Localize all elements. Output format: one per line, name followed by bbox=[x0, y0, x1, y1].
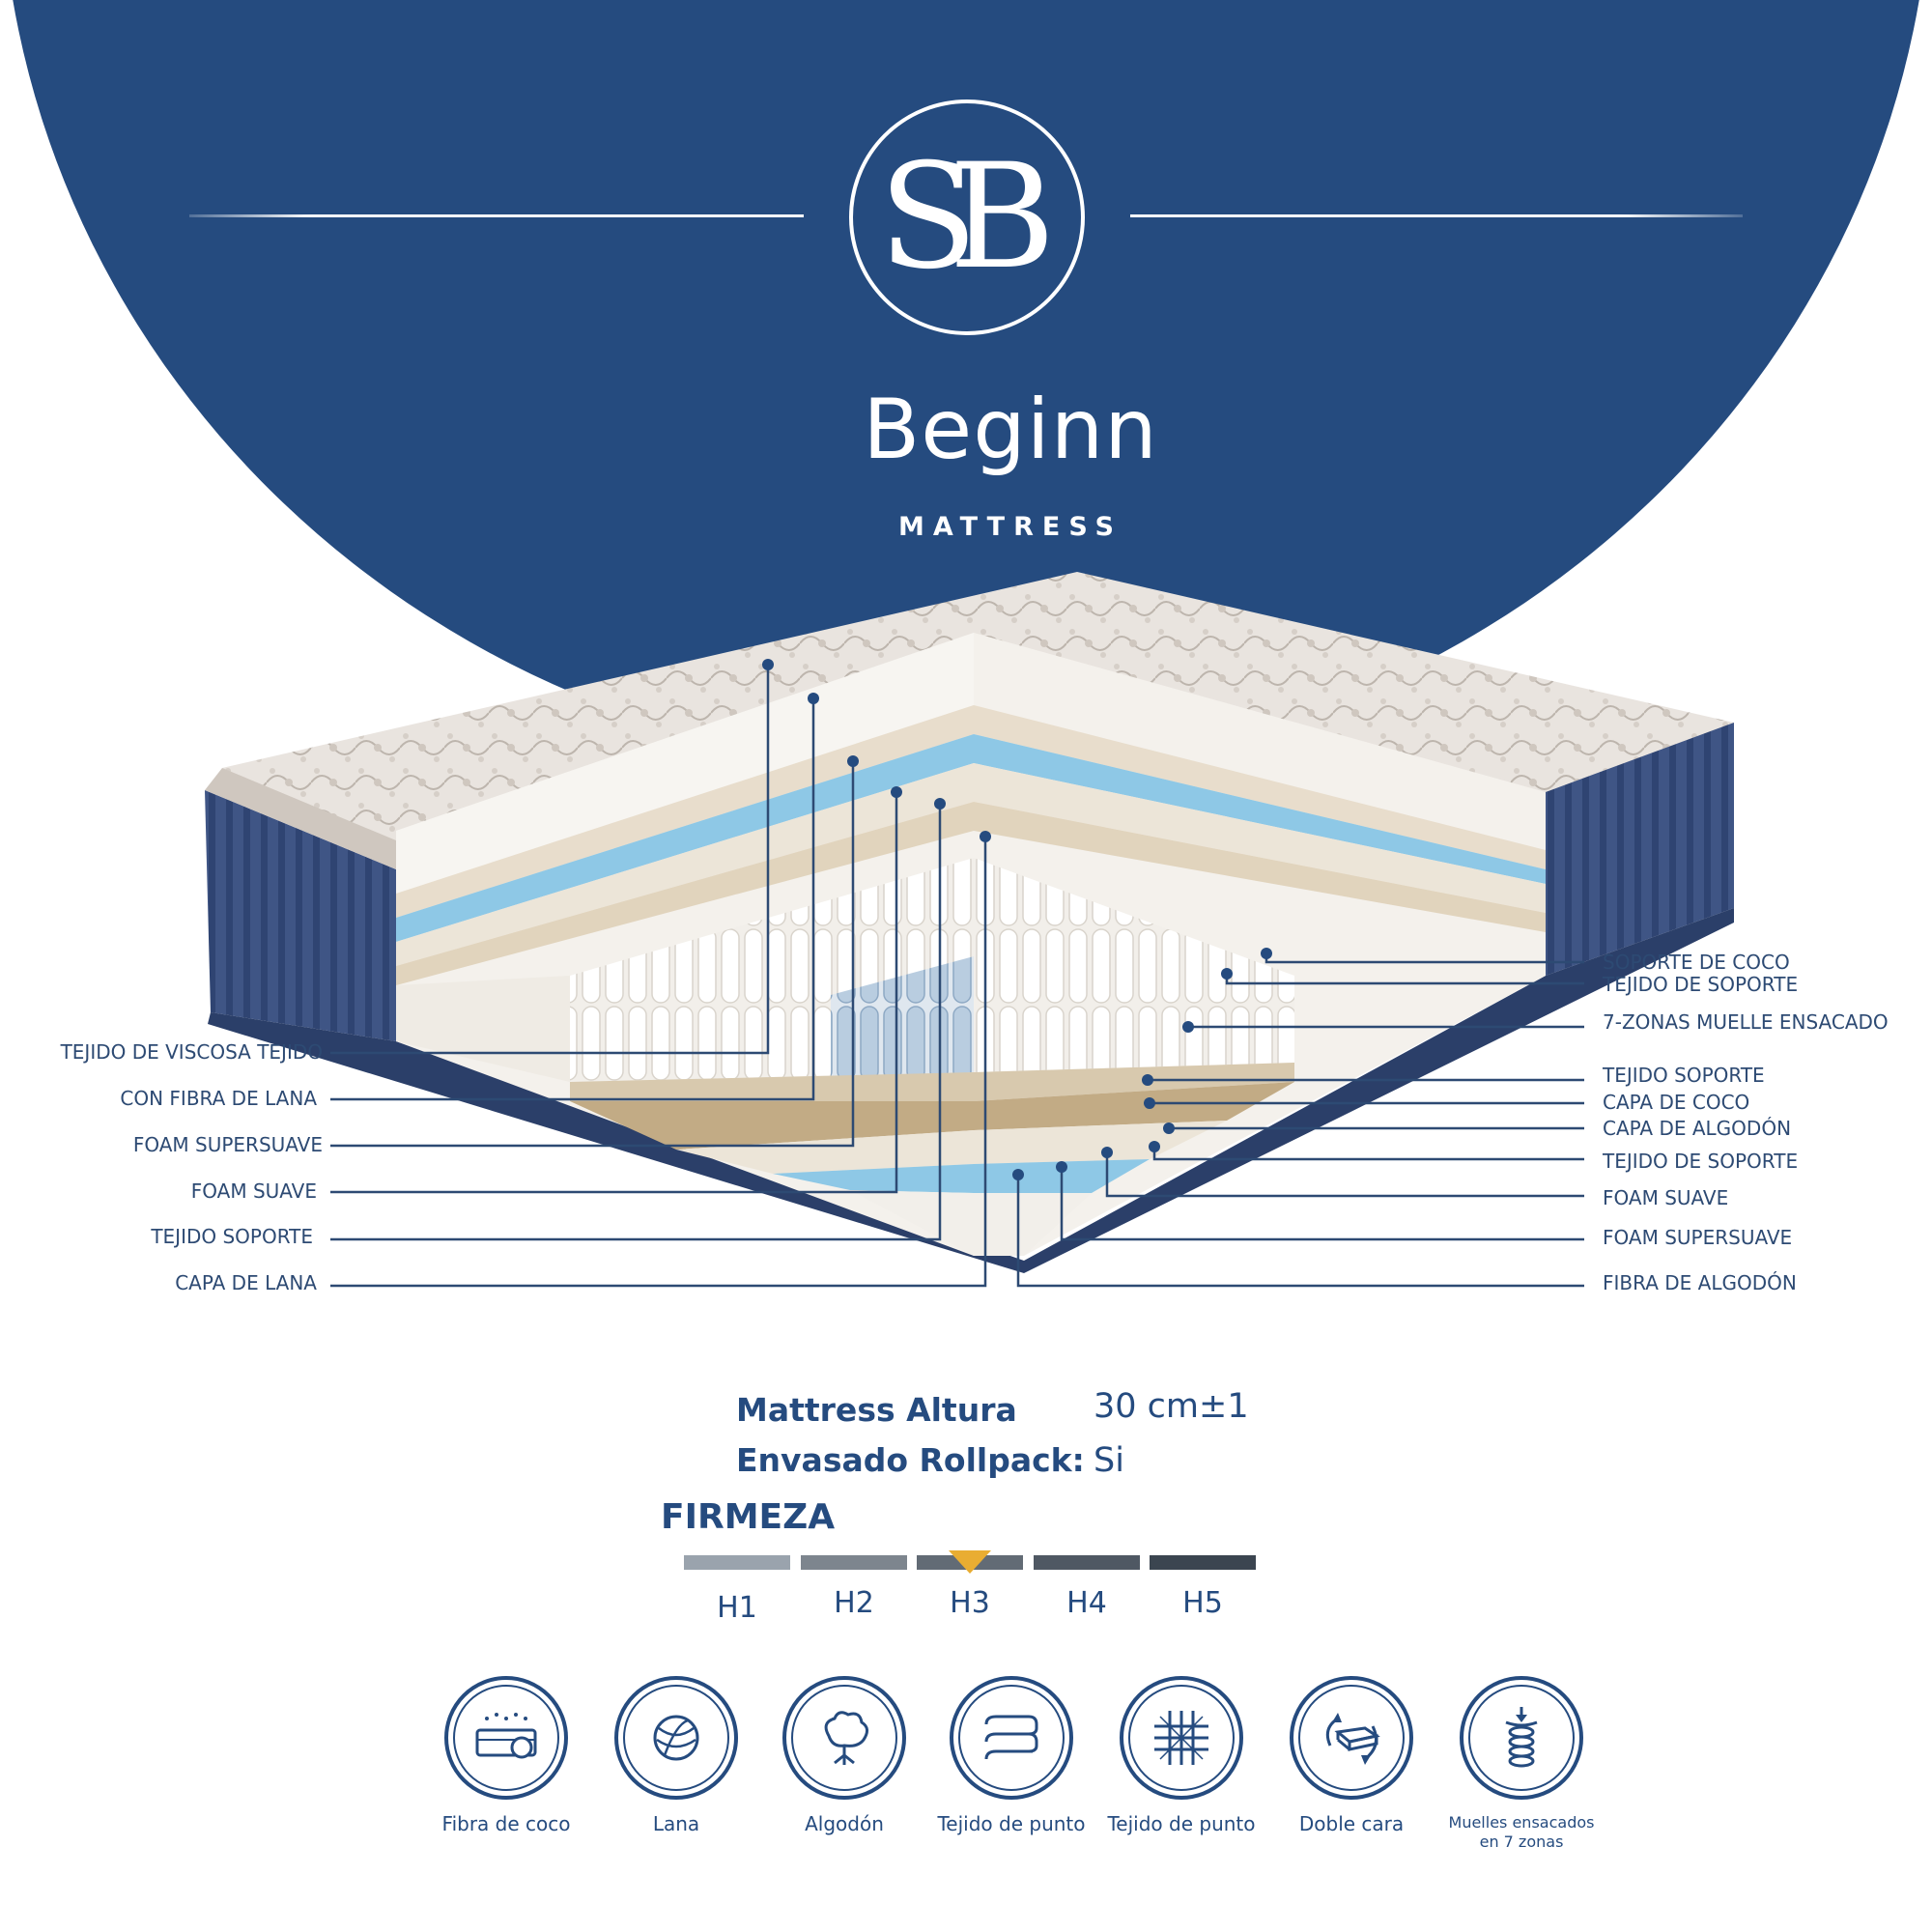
folded-fabric-icon bbox=[984, 1715, 1038, 1760]
callout-leaders-left bbox=[330, 665, 987, 1288]
callout-left-3: FOAM SUPERSUAVE bbox=[132, 1133, 323, 1156]
callout-dots-left bbox=[762, 659, 991, 842]
callout-right-2: TEJIDO DE SOPORTE bbox=[1603, 973, 1799, 996]
callout-left-5: TEJIDO SOPORTE bbox=[151, 1225, 313, 1248]
firmness-title: FIRMEZA bbox=[661, 1497, 836, 1537]
mattress-side-right bbox=[1546, 723, 1734, 976]
feature-label: Algodón bbox=[805, 1812, 884, 1835]
callout-right-10: FIBRA DE ALGODÓN bbox=[1603, 1271, 1797, 1294]
callout-leaders-right bbox=[1016, 953, 1584, 1288]
callout-left-1: TEJIDO DE VISCOSA TEJIDO bbox=[60, 1040, 323, 1064]
cotton-icon bbox=[824, 1711, 868, 1765]
double-sided-icon bbox=[1325, 1713, 1380, 1765]
callout-left-6: CAPA DE LANA bbox=[175, 1271, 317, 1294]
firmness-label-h5: H5 bbox=[1182, 1586, 1223, 1620]
callout-right-6: CAPA DE ALGODÓN bbox=[1603, 1117, 1792, 1140]
firmness-bar-h1 bbox=[684, 1555, 790, 1570]
firmness-bar-h4 bbox=[1034, 1555, 1140, 1570]
callout-right-5: CAPA DE COCO bbox=[1603, 1091, 1750, 1114]
spec-rollpack-value: Si bbox=[1094, 1441, 1124, 1480]
firmness-label-h4: H4 bbox=[1066, 1586, 1107, 1620]
firmness-label-h3: H3 bbox=[950, 1586, 990, 1620]
mattress-side-left bbox=[205, 790, 396, 1041]
pocket-spring-icon bbox=[1505, 1707, 1538, 1768]
feature-label: Muelles ensacados en 7 zonas bbox=[1448, 1813, 1595, 1851]
firmness-bar-h5 bbox=[1150, 1555, 1256, 1570]
firmness-label-h1: H1 bbox=[717, 1591, 757, 1625]
callout-right-3: 7-ZONAS MUELLE ENSACADO bbox=[1603, 1010, 1889, 1034]
wool-ball-icon bbox=[653, 1715, 699, 1761]
callout-right-7: TEJIDO DE SOPORTE bbox=[1603, 1150, 1799, 1173]
callout-right-8: FOAM SUAVE bbox=[1603, 1186, 1729, 1209]
header-divider-left bbox=[189, 214, 804, 217]
feature-label: Tejido de punto bbox=[937, 1812, 1086, 1835]
feature-label: Lana bbox=[652, 1812, 700, 1835]
callout-left-2: CON FIBRA DE LANA bbox=[120, 1087, 317, 1110]
spec-height-label: Mattress Altura bbox=[736, 1391, 1017, 1429]
feature-label: Fibra de coco bbox=[441, 1812, 571, 1835]
coconut-fiber-icon bbox=[475, 1713, 537, 1759]
feature-label: Doble cara bbox=[1298, 1812, 1405, 1835]
logo-ring bbox=[849, 99, 1085, 335]
brand-logo: SB bbox=[878, 133, 1056, 301]
callout-dots-right bbox=[1012, 948, 1272, 1180]
brand-subtitle: MATTRESS bbox=[897, 512, 1123, 542]
feature-label: Tejido de punto bbox=[1107, 1812, 1256, 1835]
callout-right-4: TEJIDO SOPORTE bbox=[1603, 1064, 1765, 1087]
callout-right-9: FOAM SUPERSUAVE bbox=[1603, 1226, 1793, 1249]
firmness-selected-marker bbox=[949, 1550, 991, 1574]
header-divider-right bbox=[1130, 214, 1743, 217]
callout-right-1: SOPORTE DE COCO bbox=[1603, 951, 1790, 974]
firmness-bar-h2 bbox=[801, 1555, 907, 1570]
brand-name: Beginn bbox=[863, 382, 1158, 478]
spec-height-value: 30 cm±1 bbox=[1094, 1387, 1249, 1426]
callout-left-4: FOAM SUAVE bbox=[190, 1179, 317, 1203]
spec-rollpack-label: Envasado Rollpack: bbox=[736, 1441, 1085, 1479]
knit-weave-icon bbox=[1154, 1711, 1208, 1765]
firmness-label-h2: H2 bbox=[834, 1586, 874, 1620]
